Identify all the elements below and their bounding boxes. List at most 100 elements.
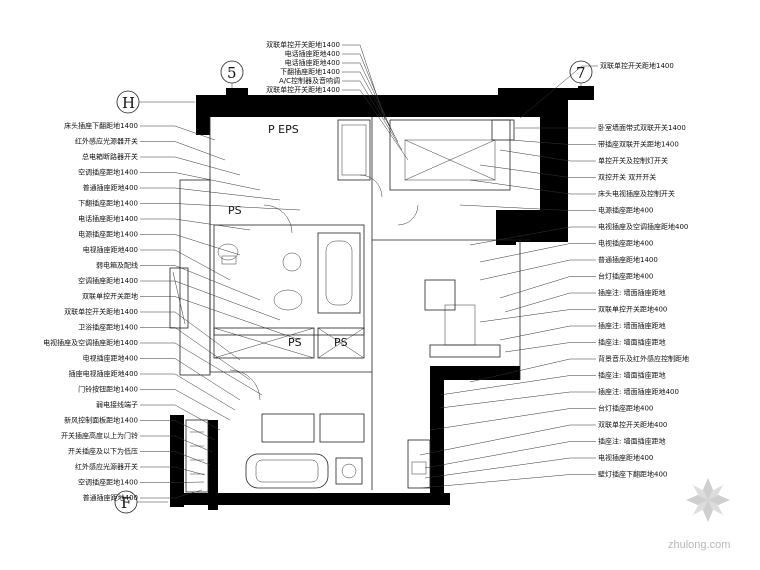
callout-left-label: 红外感应光源器开关 [75, 462, 138, 471]
callout-left-13: 卫浴插座距地1400 [78, 323, 251, 381]
walls [170, 86, 594, 510]
callout-left-leader-diag [174, 218, 251, 231]
callout-right-1: 带插座双联开关距地1400 [509, 139, 679, 149]
callout-left-leader-diag [174, 234, 241, 256]
callout-right-label: 双控开关 双开开关 [598, 173, 656, 182]
callout-top-5: 双联单控开关距地1400 [266, 85, 409, 161]
callout-right-leader-diag [479, 309, 571, 323]
callout-right-label: 带插座双联开关距地1400 [598, 140, 679, 149]
callout-left-label: 电源插座距地1400 [78, 230, 138, 239]
callout-right-leader-diag [479, 164, 571, 178]
callout-left-label: 空调插座距地1400 [78, 478, 138, 487]
callout-left-leader-diag [174, 296, 301, 341]
callout-left-leader-diag [174, 389, 231, 421]
callout-top-label: 双联单控开关距地1400 [266, 40, 340, 49]
callout-top-leader-diag [359, 89, 409, 161]
callout-left-label: 插座电视插座距地400 [69, 369, 138, 378]
callout-left-17: 门铃按钮距地1400 [78, 385, 231, 421]
callout-right-10: 插座注: 墙面插座距地 [504, 288, 666, 313]
callout-top-3: 下翻插座距地1400 [280, 67, 399, 143]
callout-left-label: 卫浴插座距地1400 [78, 323, 138, 332]
callout-top-label: 双联单控开关距地1400 [266, 85, 340, 94]
callout-left-leader-diag [174, 327, 251, 381]
callout-right-label: 插座注: 墙面插座距地400 [598, 387, 679, 396]
callout-right-label: 壁灯插座下翻距地400 [598, 470, 667, 479]
callout-right-leader-diag [439, 391, 571, 409]
callout-right-0: 卧室墙面带式双联开关1400 [515, 123, 686, 132]
watermark-text: zhulong.com [668, 539, 730, 551]
callout-right-leader-diag [439, 375, 571, 396]
callout-right-15: 插座注: 墙面插座距地 [439, 371, 666, 396]
callout-right-label: 插座注: 墙面插座距地 [598, 371, 666, 380]
callout-left-23: 空调插座距地1400 [78, 478, 205, 487]
callout-top-2: 电话插座距地400 [285, 58, 395, 136]
callout-right-leader-diag [424, 441, 571, 469]
callout-right-leader-diag [429, 408, 571, 431]
callout-left-leader-diag [174, 420, 216, 441]
callout-right-leader-diag [499, 276, 571, 299]
callout-left-4: 普通插座距地400 [83, 183, 281, 201]
callout-right-label: 台灯插座距地400 [598, 404, 653, 413]
callout-right-leader-diag [469, 179, 571, 195]
callout-right-label: 双联单控开关距地400 [598, 305, 667, 314]
callout-right-label: 台灯插座距地400 [598, 272, 653, 281]
grid-marker-5-label: 5 [227, 64, 237, 82]
callout-right-leader-diag [499, 149, 571, 162]
callout-right-17: 台灯插座距地400 [429, 404, 653, 431]
callouts-right: 卧室墙面带式双联开关1400 带插座双联开关距地1400 单控开关及控制灯开关双控开… [419, 123, 689, 489]
callout-left-leader-diag [174, 249, 231, 281]
callout-left-2: 总电箱断路器开关 [82, 152, 241, 176]
partitions [169, 117, 530, 493]
room-label-ps-duct: PS [334, 336, 348, 349]
callout-left-leader-diag [174, 141, 226, 161]
callout-right-9: 台灯插座距地400 [499, 272, 653, 299]
callout-right-leader-diag [419, 424, 571, 456]
callout-right-leader-diag [459, 204, 571, 211]
callout-right-leader-diag [504, 342, 571, 353]
callout-right-21: 壁灯插座下翻距地400 [419, 470, 667, 489]
callout-left-10: 空调插座距地1400 [78, 276, 281, 321]
callouts-left: 床头插座下翻距地1400红外感应光源器开关总电箱断路器开关空调插座距地1400普… [43, 121, 301, 502]
callout-left-leader-diag [174, 489, 203, 499]
callout-left-leader-diag [174, 203, 301, 211]
callout-right-18: 双联单控开关距地400 [419, 420, 667, 456]
callout-left-24: 普通插座距地400 [83, 489, 203, 502]
callout-top-right-0: 双联单控开关距地1400 [519, 61, 674, 119]
callout-left-18: 弱电接线端子 [96, 400, 221, 431]
callout-top-label: 电话插座距地400 [285, 49, 340, 58]
callout-left-leader-diag [174, 358, 241, 401]
callout-left-label: 空调插座距地1400 [78, 276, 138, 285]
callout-right-16: 插座注: 墙面插座距地400 [439, 387, 679, 409]
callout-left-leader-diag [174, 187, 281, 201]
callout-left-label: 普通插座距地400 [83, 493, 138, 502]
callout-left-leader-diag [174, 435, 213, 453]
callout-right-leader-diag [479, 259, 571, 281]
callout-left-22: 红外感应光源器开关 [75, 462, 206, 476]
callout-left-leader-diag [174, 404, 221, 431]
callout-left-leader-diag [174, 451, 211, 466]
callout-right-label: 单控开关及控制灯开关 [598, 156, 668, 165]
callout-right-7: 电视插座距地400 [479, 239, 653, 263]
callout-right-6: 电视插座及空调插座距地400 [469, 222, 688, 246]
callout-left-leader-diag [174, 156, 241, 176]
callout-left-leader-diag [174, 373, 236, 411]
callout-left-label: 下翻插座距地1400 [78, 199, 138, 208]
callout-right-3: 双控开关 双开开关 [479, 164, 656, 182]
callout-left-leader-diag [174, 280, 281, 321]
callouts-top-right: 双联单控开关距地1400 [519, 61, 674, 119]
callout-right-label: 电视插座距地400 [598, 239, 653, 248]
callout-left-label: 开关插座高度以上为门铃 [61, 431, 138, 440]
callout-right-leader-diag [509, 139, 571, 145]
callout-right-label: 插座注: 墙面插座距地 [598, 338, 666, 347]
callout-top-label: 下翻插座距地1400 [280, 67, 340, 76]
callout-left-label: 双联单控开关距地 [82, 292, 138, 301]
callout-right-label: 插座注: 墙面插座距地 [598, 288, 666, 297]
callout-left-label: 弱电接线端子 [96, 400, 138, 409]
callout-left-label: 红外感应光源器开关 [75, 137, 138, 146]
callout-top-4: A/C控制器及音响调 [279, 76, 403, 151]
callout-left-20: 开关插座高度以上为门铃 [61, 431, 213, 453]
callout-right-11: 双联单控开关距地400 [479, 305, 667, 323]
room-label-ps-upper: PS [228, 204, 242, 217]
callouts-top: 双联单控开关距地1400电话插座距地400电话插座距地400下翻插座距地1400… [266, 40, 409, 161]
callout-left-leader-diag [174, 311, 241, 361]
